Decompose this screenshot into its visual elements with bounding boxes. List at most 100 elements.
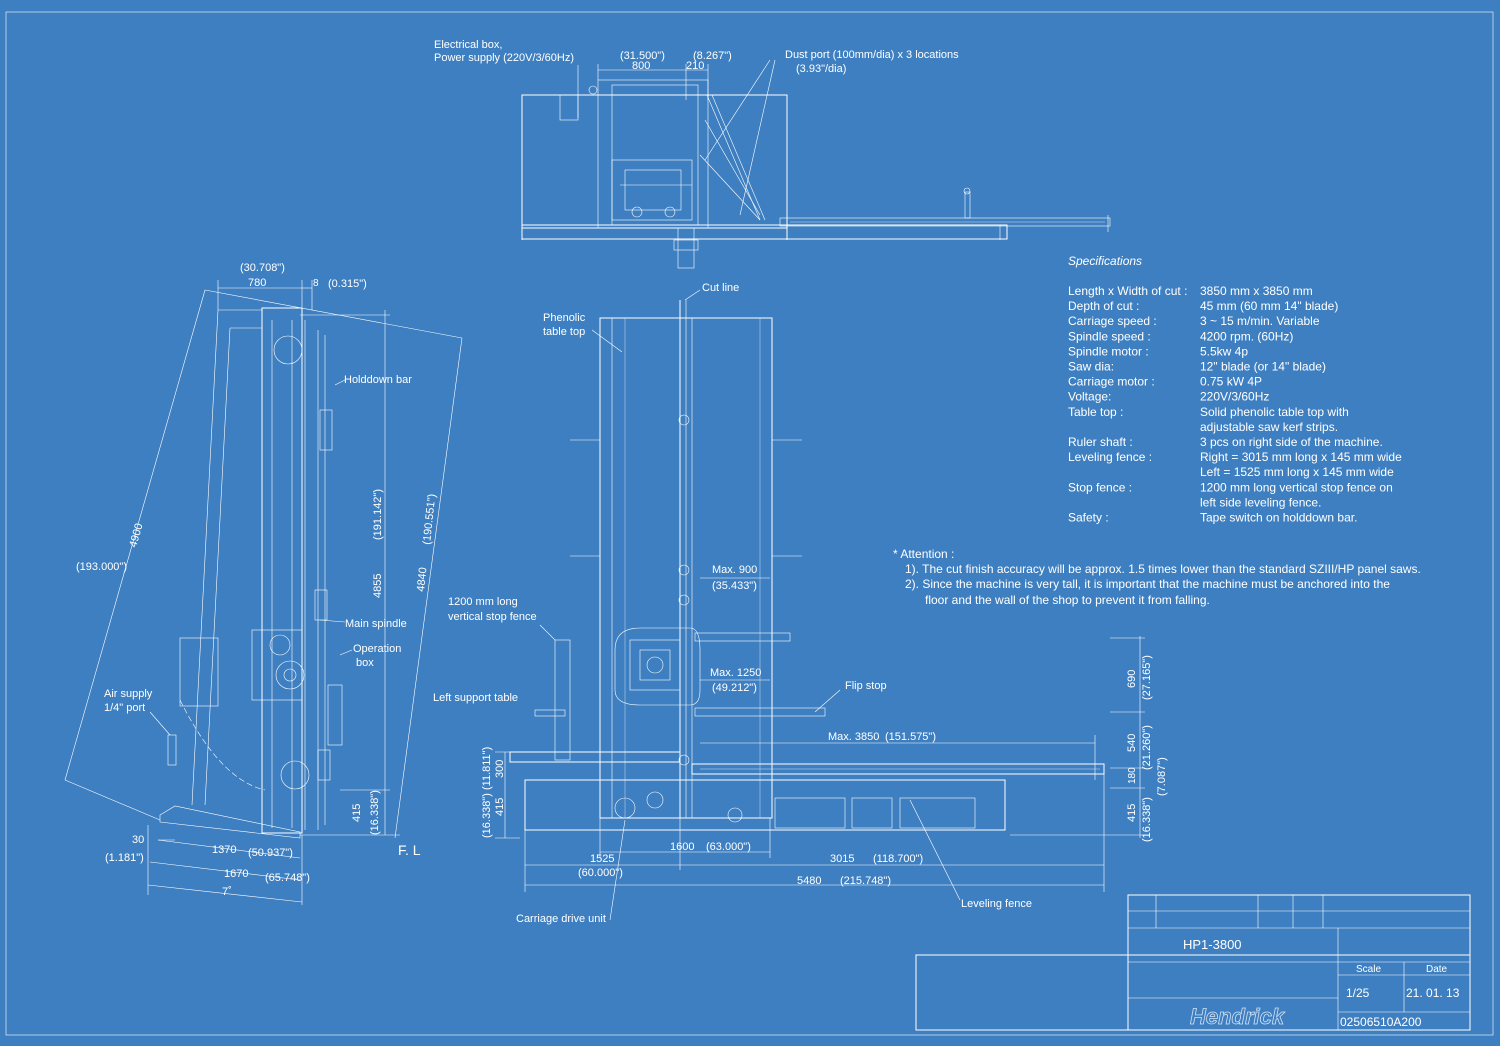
dim-690: 690: [1126, 670, 1138, 688]
dim-11811: (11.811"): [481, 747, 493, 790]
spec-row: Voltage:220V/3/60Hz: [1068, 390, 1269, 404]
dim-540: 540: [1126, 734, 1138, 752]
spec-row: Stop fence :1200 mm long vertical stop f…: [1068, 480, 1393, 494]
spec-label: Carriage motor :: [1068, 375, 1155, 389]
spec-label: Safety :: [1068, 511, 1109, 525]
dim-780: 780: [248, 277, 266, 289]
spec-value: 5.5kw 4p: [1200, 344, 1248, 358]
dim-30: 30: [132, 834, 144, 846]
attention-line-1: 1). The cut finish accuracy will be appr…: [905, 562, 1421, 576]
annotation-labels: Electrical box, Power supply (220V/3/60H…: [76, 39, 1168, 925]
spec-value: Left = 1525 mm long x 145 mm wide: [1200, 465, 1394, 479]
label-max3850: Max. 3850: [828, 731, 879, 743]
label-max1250: Max. 1250: [710, 667, 761, 679]
spec-label: Spindle speed :: [1068, 329, 1151, 343]
label-holddown-bar: Holddown bar: [344, 374, 412, 386]
dim-1370: 1370: [212, 844, 236, 856]
spec-label: Saw dia:: [1068, 360, 1114, 374]
date-value: 21. 01. 13: [1406, 986, 1460, 1000]
spec-row: adjustable saw kerf strips.: [1200, 420, 1338, 434]
label-electrical-box-1: Electrical box,: [434, 39, 502, 51]
dim-4840: 4840: [415, 567, 429, 593]
attention-line-3: floor and the wall of the shop to preven…: [925, 593, 1210, 607]
spec-row: Leveling fence : Right = 3015 mm long x 1…: [1068, 450, 1402, 464]
drawing-number: 02506510A200: [1340, 1015, 1422, 1029]
dim-60000: (60.000"): [578, 867, 623, 879]
label-cut-line: Cut line: [702, 282, 739, 294]
spec-label: Ruler shaft :: [1068, 435, 1133, 449]
dim-415-right: 415: [1126, 804, 1138, 822]
dim-49212: (49.212"): [712, 682, 757, 694]
attention-title: * Attention :: [893, 547, 954, 561]
spec-row: Carriage speed : 3 ~ 15 m/min. Variable: [1068, 314, 1320, 328]
dim-30708: (30.708"): [240, 262, 285, 274]
dim-35433: (35.433"): [712, 580, 757, 592]
spec-value: left side leveling fence.: [1200, 495, 1321, 509]
dim-215748: (215.748"): [840, 875, 891, 887]
spec-row: Ruler shaft : 3 pcs on right side of the …: [1068, 435, 1383, 449]
dim-800: 800: [632, 60, 650, 72]
model-number: HP1-3800: [1183, 937, 1242, 952]
spec-label: Length x Width of cut :: [1068, 284, 1187, 298]
label-7deg: 7˚: [222, 886, 232, 898]
dim-210: 210: [686, 60, 704, 72]
dim-16338-right: (16.338"): [1141, 797, 1153, 842]
spec-value: 3 pcs on right side of the machine.: [1200, 435, 1383, 449]
dim-415-left: 415: [351, 804, 363, 822]
dim-8267: (8.267"): [693, 50, 732, 62]
spec-value: Tape switch on holddown bar.: [1200, 511, 1357, 525]
spec-label: Spindle motor :: [1068, 344, 1149, 358]
sheet-border: [5, 11, 1494, 1036]
spec-row: Left = 1525 mm long x 145 mm wide: [1200, 465, 1394, 479]
spec-row: Carriage motor :0.75 kW 4P: [1068, 375, 1262, 389]
spec-label: Voltage:: [1068, 390, 1111, 404]
dim-16338-left2: (16.338"): [481, 793, 493, 838]
spec-row: Spindle motor : 5.5kw 4p: [1068, 344, 1248, 358]
dim-5480: 5480: [797, 875, 821, 887]
spec-row: Safety : Tape switch on holddown bar.: [1068, 511, 1357, 525]
dim-63000: (63.000"): [706, 841, 751, 853]
dim-1670: 1670: [224, 868, 248, 880]
label-phenolic-1: Phenolic: [543, 312, 586, 324]
dim-1181: (1.181"): [105, 852, 144, 864]
dim-180: 180: [1127, 767, 1138, 784]
dim-31500: (31.500"): [620, 50, 665, 62]
dim-3015: 3015: [830, 853, 854, 865]
specifications-rows: Length x Width of cut :3850 mm x 3850 mm…: [1068, 284, 1402, 525]
scale-label: Scale: [1356, 964, 1381, 975]
spec-row: left side leveling fence.: [1200, 495, 1321, 509]
label-leveling-fence: Leveling fence: [961, 898, 1032, 910]
label-phenolic-2: table top: [543, 326, 585, 338]
dim-190551: (190.551"): [421, 493, 438, 545]
hendrick-logo: Hendrick: [1190, 1004, 1286, 1029]
front-view: [495, 289, 1145, 921]
spec-value: Right = 3015 mm long x 145 mm wide: [1200, 450, 1402, 464]
dim-4855: 4855: [372, 574, 384, 598]
dim-65748: (65.748"): [265, 872, 310, 884]
specifications-block: Specifications Length x Width of cut :38…: [1068, 254, 1402, 525]
label-operation-box-1: Operation: [353, 643, 401, 655]
label-operation-box-2: box: [356, 657, 374, 669]
spec-value: 4200 rpm. (60Hz): [1200, 329, 1293, 343]
label-stop-fence-2: vertical stop fence: [448, 611, 537, 623]
scale-value: 1/25: [1346, 986, 1370, 1000]
dim-50937: (50.937"): [248, 847, 293, 859]
spec-value: 12" blade (or 14" blade): [1200, 360, 1326, 374]
side-view: [64, 280, 463, 905]
label-main-spindle: Main spindle: [345, 618, 407, 630]
dim-27165: (27.165"): [1141, 655, 1153, 700]
label-max900: Max. 900: [712, 564, 757, 576]
top-view: [521, 59, 1111, 269]
dim-0315: (0.315"): [328, 278, 367, 290]
label-carriage-drive-unit: Carriage drive unit: [516, 913, 606, 925]
spec-label: Carriage speed :: [1068, 314, 1157, 328]
date-label: Date: [1426, 964, 1448, 975]
label-flip-stop: Flip stop: [845, 680, 887, 692]
spec-row: Table top :Solid phenolic table top with: [1068, 405, 1349, 419]
spec-value: 3 ~ 15 m/min. Variable: [1200, 314, 1320, 328]
label-dust-port-2: (3.93"/dia): [796, 63, 846, 75]
title-block: HP1-3800 Scale Date 1/25 21. 01. 13 0250…: [1183, 937, 1460, 1029]
spec-label: Leveling fence :: [1068, 450, 1152, 464]
dim-191142: (191.142"): [372, 489, 384, 540]
